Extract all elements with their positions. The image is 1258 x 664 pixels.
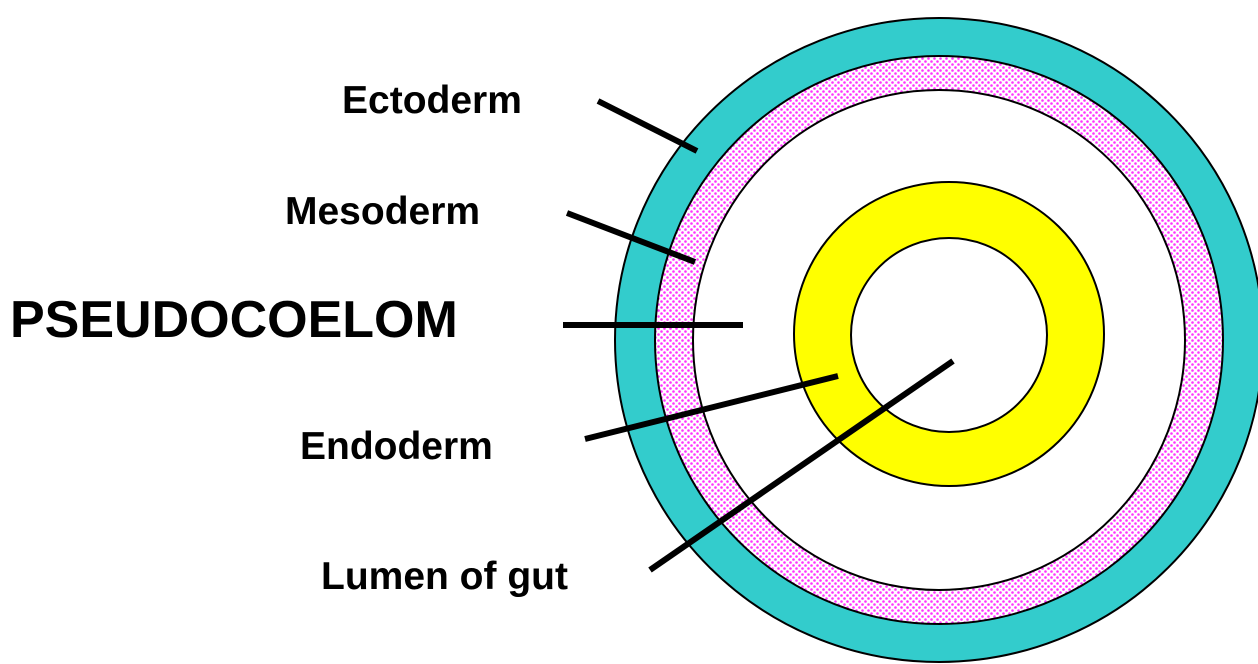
gut-lumen [851,238,1047,432]
ectoderm-leader-line [598,101,697,151]
mesoderm-label: Mesoderm [285,190,480,233]
endoderm-label: Endoderm [300,425,493,468]
lumen-label: Lumen of gut [321,555,568,598]
ectoderm-label: Ectoderm [342,79,522,122]
pseudocoelom-label: PSEUDOCOELOM [10,291,458,349]
